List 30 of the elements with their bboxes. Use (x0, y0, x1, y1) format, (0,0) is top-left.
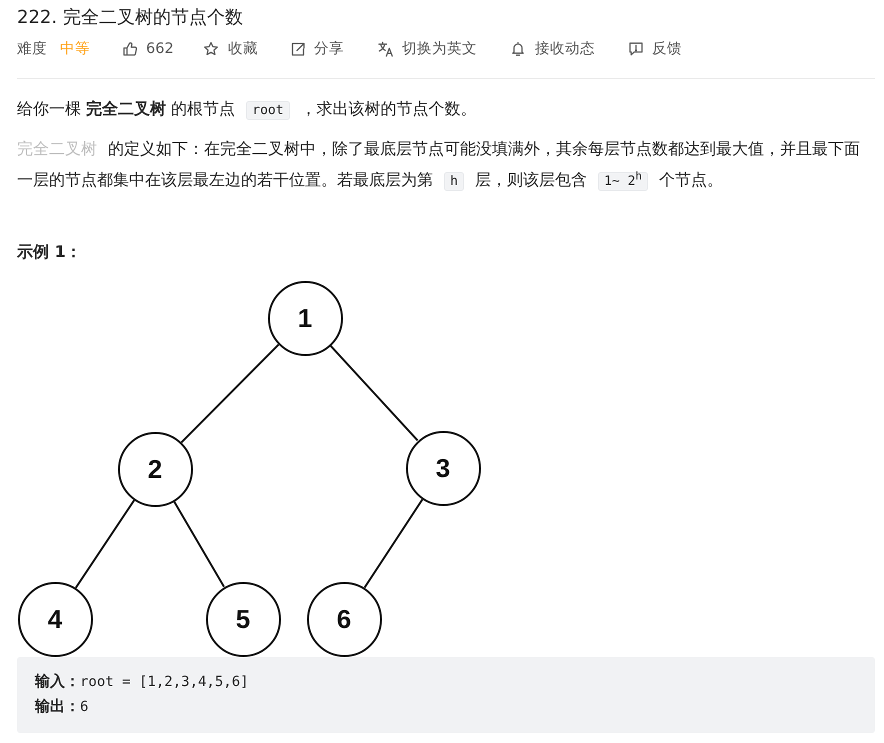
output-line: 输出：6 (35, 696, 88, 717)
difficulty-label: 难度 (17, 40, 47, 59)
tree-edge (180, 344, 280, 444)
inline-code: h (444, 172, 464, 192)
tree-node: 2 (118, 432, 192, 506)
example-heading: 示例 1： (17, 241, 82, 263)
problem-text: 给你一棵 完全二叉树 的根节点 (17, 99, 236, 118)
like-count: 662 (146, 40, 174, 59)
subscribe-label: 接收动态 (535, 40, 595, 59)
tree-node: 5 (206, 582, 280, 656)
definition-paragraph: 完全二叉树 的定义如下：在完全二叉树中，除了最底层节点可能没填满外，其余每层节点数都达到最大值，并且最下面一层的节点都集中在该层最左边的若干位置。若最底层为第 h 层，则该层包含 1~ 2$^{h}$ 个节点。 (17, 138, 862, 194)
inline-code: root (246, 101, 290, 120)
input-line: 输入：root = [1,2,3,4,5,6] (35, 671, 249, 692)
favorite-label: 收藏 (228, 40, 258, 59)
share-label: 分享 (314, 40, 344, 59)
tree-node: 4 (18, 582, 92, 656)
inline-code: 1~ 2$^{h}$ (598, 172, 648, 192)
difficulty-value: 中等 (60, 40, 90, 59)
problem-title: 222. 完全二叉树的节点个数 (17, 6, 243, 30)
tree-edge (173, 500, 225, 588)
tree-node: 6 (306, 582, 382, 656)
feedback-label: 反馈 (652, 40, 682, 59)
term-link: 完全二叉树 (17, 139, 97, 158)
tree-edge (364, 498, 424, 588)
tree-node: 1 (268, 280, 342, 356)
tree-edge (330, 344, 418, 442)
language-switch-label: 切换为英文 (402, 40, 477, 59)
tree-edge (74, 500, 136, 588)
problem-text: ，求出该树的节点个数。 (300, 99, 477, 118)
tree-node: 3 (406, 430, 480, 506)
